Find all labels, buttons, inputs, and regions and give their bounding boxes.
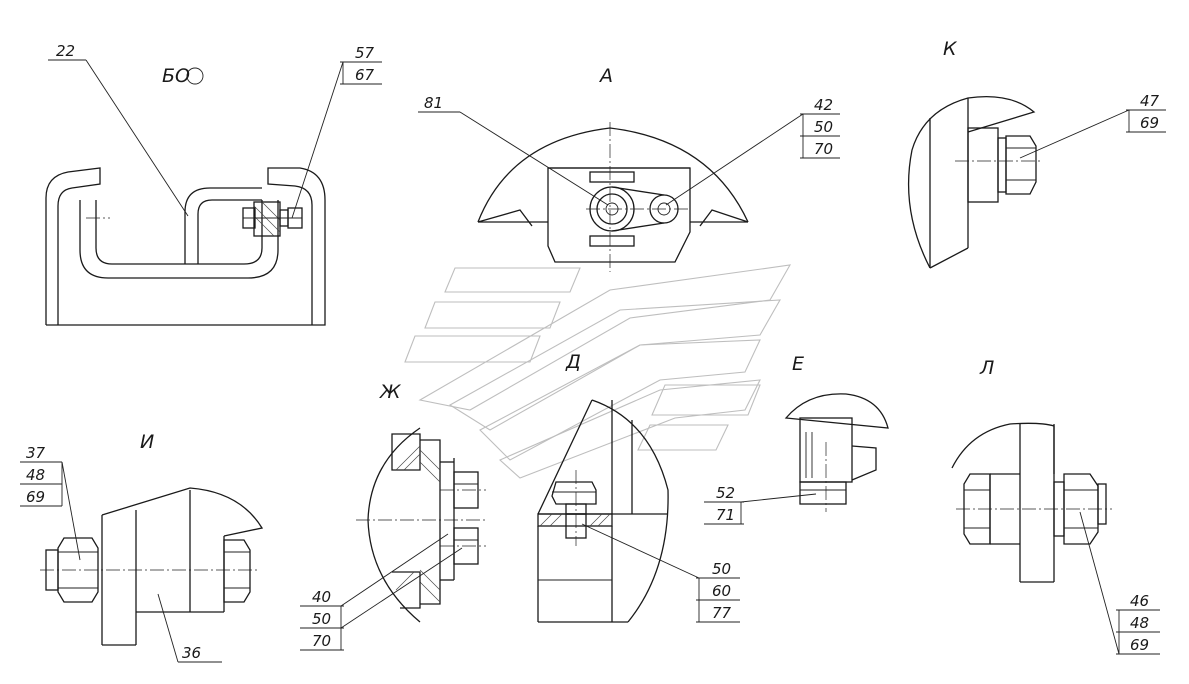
view-a: А 81 42 50 70: [418, 65, 840, 272]
view-label-k: К: [943, 38, 958, 60]
leader-line: [665, 113, 804, 206]
view-bo: БО 22 57 67: [45, 42, 382, 326]
view-zh: Ж 40 50 70: [300, 381, 486, 651]
callout-69: 69: [1140, 114, 1159, 132]
view-label-l: Л: [979, 357, 994, 379]
callout-40: 40: [312, 588, 331, 606]
callout-50: 50: [712, 560, 731, 578]
view-l: Л 46 48 69: [951, 357, 1160, 655]
callout-22: 22: [56, 42, 75, 60]
view-label-e: Е: [792, 353, 804, 375]
callout-70: 70: [814, 140, 833, 158]
callout-67: 67: [355, 66, 375, 84]
view-label-i: И: [140, 431, 154, 453]
leader-line: [157, 593, 179, 663]
callout-69: 69: [1130, 636, 1149, 654]
callout-52: 52: [716, 484, 735, 502]
leader-line: [740, 493, 817, 503]
leader-line: [340, 533, 449, 607]
watermark-logo: [404, 264, 792, 479]
callout-48: 48: [1130, 614, 1149, 632]
callout-42: 42: [814, 96, 833, 114]
leader-line: [1079, 511, 1120, 655]
callout-70: 70: [312, 632, 331, 650]
view-direction-circle: [186, 67, 204, 85]
callout-81: 81: [424, 94, 443, 112]
leader-line: [291, 61, 344, 219]
view-label-bo: БО: [162, 65, 190, 87]
view-d: Д 50 60 77: [537, 351, 740, 623]
callout-69: 69: [26, 488, 45, 506]
callout-48: 48: [26, 466, 45, 484]
callout-71: 71: [716, 506, 735, 524]
leader-line: [340, 547, 463, 629]
callout-77: 77: [712, 604, 732, 622]
callout-57: 57: [355, 44, 375, 62]
callout-47: 47: [1140, 92, 1160, 110]
view-k: К 47 69: [907, 38, 1166, 269]
callout-50: 50: [312, 610, 331, 628]
leader-line: [581, 523, 700, 579]
callout-46: 46: [1130, 592, 1149, 610]
leader-line: [85, 59, 189, 217]
callout-60: 60: [712, 582, 731, 600]
callout-36: 36: [182, 644, 201, 662]
view-label-zh: Ж: [379, 381, 402, 403]
view-label-a: А: [598, 65, 613, 87]
view-e: Е 52 71: [704, 353, 889, 525]
leader-line: [459, 111, 609, 206]
leader-line: [61, 461, 81, 561]
view-label-d: Д: [565, 351, 581, 373]
view-i: И 37 48 69 36: [20, 431, 264, 663]
leader-line: [1019, 109, 1130, 159]
callout-50: 50: [814, 118, 833, 136]
callout-37: 37: [26, 444, 46, 462]
